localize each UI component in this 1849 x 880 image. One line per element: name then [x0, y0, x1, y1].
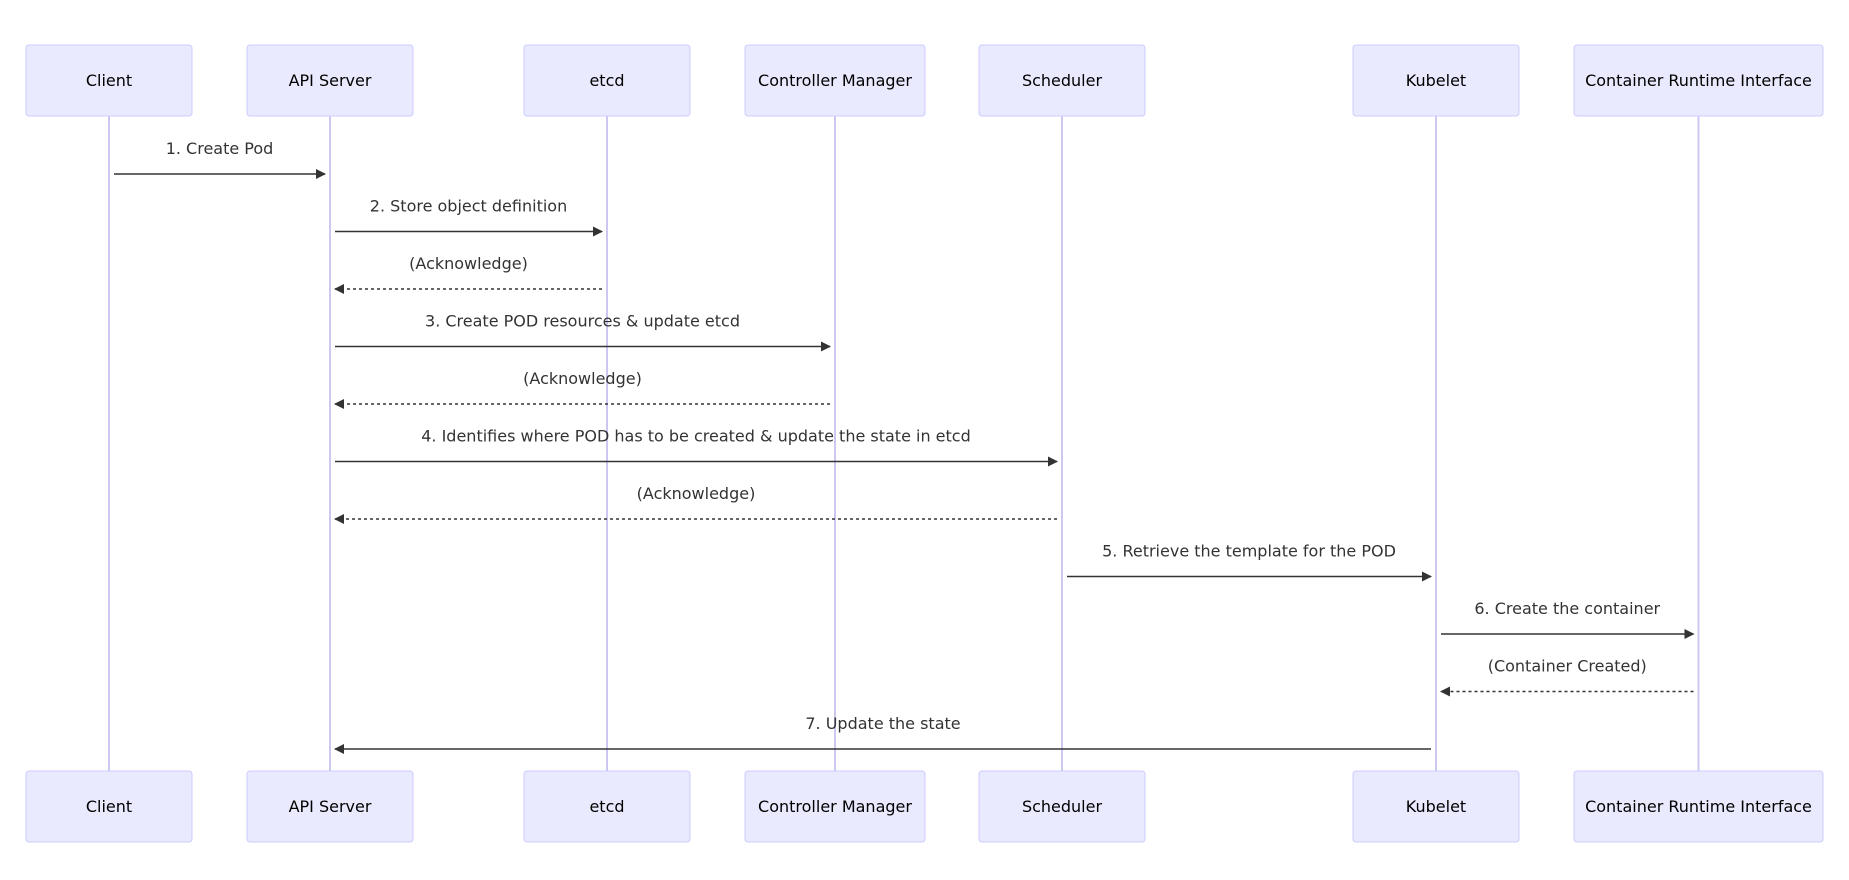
- message-label: 2. Store object definition: [370, 197, 567, 216]
- actor-box: [25, 770, 193, 843]
- message-label: (Acknowledge): [637, 484, 756, 503]
- actor-cm-bottom: Controller Manager: [744, 770, 926, 843]
- actor-box: [246, 770, 414, 843]
- actor-label: API Server: [289, 797, 372, 816]
- message-3: (Acknowledge): [334, 254, 602, 294]
- actor-kubelet-top: Kubelet: [1352, 44, 1520, 117]
- message-6: 4. Identifies where POD has to be create…: [335, 427, 1058, 467]
- actor-cri-top: Container Runtime Interface: [1573, 44, 1824, 117]
- actor-box: [744, 770, 926, 843]
- actor-kubelet-bottom: Kubelet: [1352, 770, 1520, 843]
- actor-label: API Server: [289, 71, 372, 90]
- message-2: 2. Store object definition: [335, 197, 603, 237]
- message-label: 5. Retrieve the template for the POD: [1102, 542, 1396, 561]
- actor-sched-top: Scheduler: [978, 44, 1146, 117]
- actor-label: Client: [86, 71, 132, 90]
- actor-etcd-bottom: etcd: [523, 770, 691, 843]
- actor-client-bottom: Client: [25, 770, 193, 843]
- actor-label: Scheduler: [1022, 797, 1103, 816]
- message-11: 7. Update the state: [334, 714, 1431, 754]
- actor-cm-top: Controller Manager: [744, 44, 926, 117]
- message-label: 1. Create Pod: [166, 139, 274, 158]
- message-4: 3. Create POD resources & update etcd: [335, 312, 831, 352]
- actor-label: Container Runtime Interface: [1585, 797, 1812, 816]
- actor-box: [25, 44, 193, 117]
- message-8: 5. Retrieve the template for the POD: [1067, 542, 1432, 582]
- message-label: 3. Create POD resources & update etcd: [425, 312, 740, 331]
- message-7: (Acknowledge): [334, 484, 1057, 524]
- actor-box: [1352, 770, 1520, 843]
- actor-label: etcd: [589, 797, 624, 816]
- message-label: 4. Identifies where POD has to be create…: [421, 427, 971, 446]
- actor-sched-bottom: Scheduler: [978, 770, 1146, 843]
- actor-box: [246, 44, 414, 117]
- message-label: (Acknowledge): [523, 369, 642, 388]
- actor-api-top: API Server: [246, 44, 414, 117]
- actor-label: Controller Manager: [758, 797, 912, 816]
- actor-etcd-top: etcd: [523, 44, 691, 117]
- actor-box: [523, 44, 691, 117]
- actor-label: etcd: [589, 71, 624, 90]
- actor-box: [1573, 770, 1824, 843]
- message-label: (Container Created): [1488, 657, 1647, 676]
- message-label: 6. Create the container: [1474, 599, 1660, 618]
- actor-box: [1573, 44, 1824, 117]
- actor-label: Container Runtime Interface: [1585, 71, 1812, 90]
- message-10: (Container Created): [1440, 657, 1694, 697]
- message-label: (Acknowledge): [409, 254, 528, 273]
- actor-label: Kubelet: [1406, 71, 1466, 90]
- actor-box: [978, 44, 1146, 117]
- actor-label: Scheduler: [1022, 71, 1103, 90]
- actor-api-bottom: API Server: [246, 770, 414, 843]
- actor-label: Client: [86, 797, 132, 816]
- actor-label: Kubelet: [1406, 797, 1466, 816]
- actor-box: [523, 770, 691, 843]
- message-5: (Acknowledge): [334, 369, 830, 409]
- actor-label: Controller Manager: [758, 71, 912, 90]
- message-9: 6. Create the container: [1441, 599, 1695, 639]
- message-label: 7. Update the state: [805, 714, 960, 733]
- actor-box: [744, 44, 926, 117]
- actor-box: [1352, 44, 1520, 117]
- message-1: 1. Create Pod: [114, 139, 326, 179]
- actor-cri-bottom: Container Runtime Interface: [1573, 770, 1824, 843]
- actor-box: [978, 770, 1146, 843]
- actor-client-top: Client: [25, 44, 193, 117]
